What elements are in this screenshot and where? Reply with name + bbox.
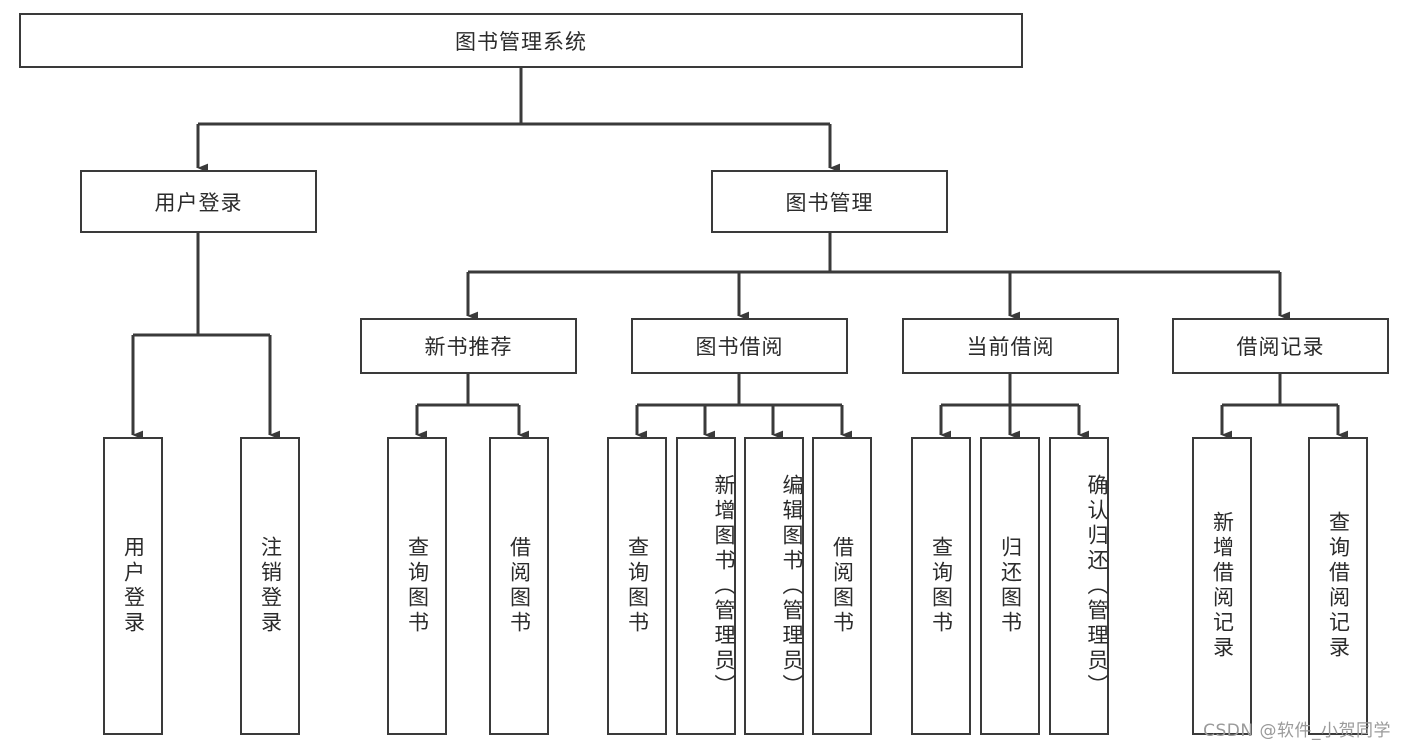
node-label: 图书管理系统 — [455, 29, 587, 54]
leaf-borrow-books-newbook[interactable]: 借阅图书 — [489, 437, 549, 735]
leaf-user-login[interactable]: 用户登录 — [103, 437, 163, 735]
node-label: 新增借阅记录 — [1210, 511, 1235, 661]
node-label: 查询图书 — [929, 536, 954, 636]
node-label: 借阅图书 — [507, 536, 532, 636]
node-label: 查询图书 — [405, 536, 430, 636]
node-label: 借阅记录 — [1236, 335, 1325, 359]
node-label: 新增图书（管理员） — [712, 473, 736, 699]
leaf-query-borrow-record[interactable]: 查询借阅记录 — [1308, 437, 1368, 735]
leaf-add-book-admin[interactable]: 新增图书（管理员） — [676, 437, 736, 735]
leaf-query-books-current[interactable]: 查询图书 — [911, 437, 971, 735]
leaf-return-books[interactable]: 归还图书 — [980, 437, 1040, 735]
node-label: 归还图书 — [998, 536, 1023, 636]
leaf-query-books-borrow[interactable]: 查询图书 — [607, 437, 667, 735]
leaf-borrow-books-borrow[interactable]: 借阅图书 — [812, 437, 872, 735]
node-current-borrow[interactable]: 当前借阅 — [902, 318, 1119, 374]
node-label: 注销登录 — [258, 536, 283, 636]
leaf-confirm-return-admin[interactable]: 确认归还（管理员） — [1049, 437, 1109, 735]
node-label: 查询图书 — [625, 536, 650, 636]
leaf-logout[interactable]: 注销登录 — [240, 437, 300, 735]
node-label: 用户登录 — [154, 190, 243, 215]
node-borrow-records[interactable]: 借阅记录 — [1172, 318, 1389, 374]
node-label: 图书管理 — [785, 190, 874, 215]
node-book-borrow[interactable]: 图书借阅 — [631, 318, 848, 374]
leaf-add-borrow-record[interactable]: 新增借阅记录 — [1192, 437, 1252, 735]
node-label: 查询借阅记录 — [1326, 511, 1351, 661]
node-book-management[interactable]: 图书管理 — [711, 170, 948, 233]
node-label: 图书借阅 — [695, 335, 784, 359]
node-user-login[interactable]: 用户登录 — [80, 170, 317, 233]
node-label: 当前借阅 — [966, 335, 1055, 359]
node-label: 新书推荐 — [424, 335, 513, 359]
leaf-edit-book-admin[interactable]: 编辑图书（管理员） — [744, 437, 804, 735]
node-label: 用户登录 — [121, 536, 146, 636]
node-root-book-management-system[interactable]: 图书管理系统 — [19, 13, 1023, 68]
node-new-book-recommendation[interactable]: 新书推荐 — [360, 318, 577, 374]
node-label: 确认归还（管理员） — [1085, 473, 1109, 699]
node-label: 编辑图书（管理员） — [780, 473, 804, 699]
leaf-query-books-newbook[interactable]: 查询图书 — [387, 437, 447, 735]
node-label: 借阅图书 — [830, 536, 855, 636]
